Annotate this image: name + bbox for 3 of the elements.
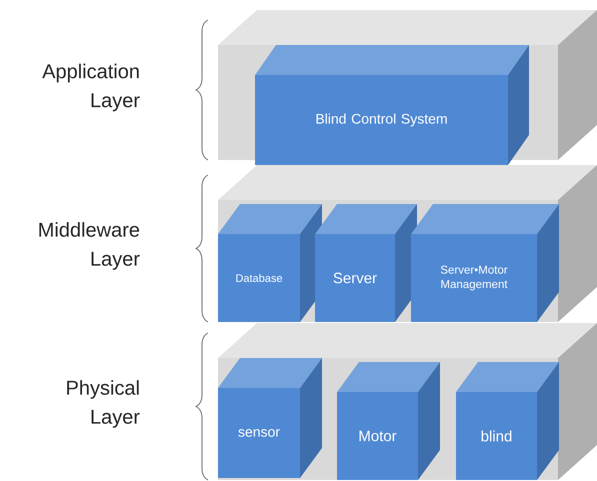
layer-label: Application Layer bbox=[42, 64, 140, 112]
layer-label: Middleware Layer bbox=[39, 222, 140, 270]
layer-label: Physical Layer bbox=[67, 380, 140, 428]
